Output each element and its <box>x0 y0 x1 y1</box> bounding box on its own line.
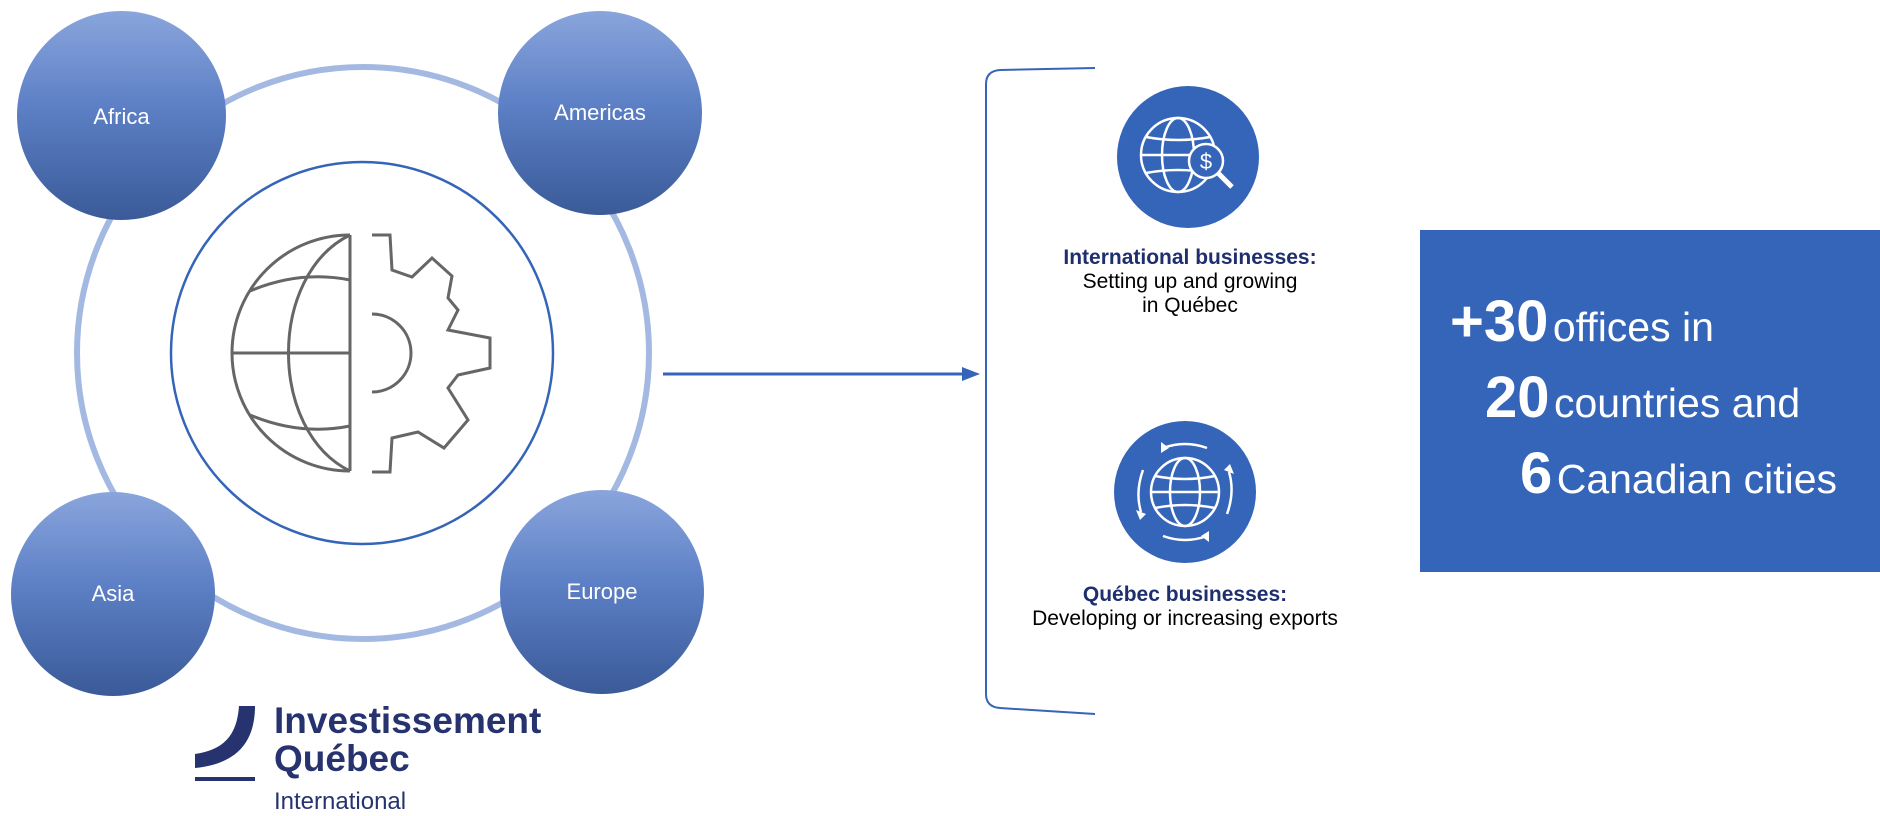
investissement-quebec-logo: Investissement Québec International <box>190 700 550 815</box>
service-quebec: Québec businesses: Developing or increas… <box>980 583 1390 631</box>
region-europe: Europe <box>500 490 704 694</box>
stat-cities-number: 6 <box>1520 441 1553 506</box>
connector-arrow <box>663 367 980 381</box>
globe-circular-arrows-icon <box>1114 421 1256 563</box>
stats-box: +30 offices in 20 countries and 6 Canadi… <box>1420 230 1880 572</box>
network-diagram <box>74 64 652 642</box>
stat-cities: 6 Canadian cities <box>1520 440 1837 507</box>
service-international-desc-line1: Setting up and growing <box>1082 270 1298 293</box>
logo-mark-icon <box>195 706 255 781</box>
region-americas: Americas <box>498 11 702 215</box>
region-africa: Africa <box>17 11 226 220</box>
stat-countries: 20 countries and <box>1485 364 1800 431</box>
outer-ring <box>74 64 652 642</box>
stat-countries-text: countries and <box>1553 380 1801 426</box>
stat-cities-text: Canadian cities <box>1556 456 1838 502</box>
service-international-title: International businesses: <box>1063 246 1317 269</box>
stat-offices: +30 offices in <box>1450 288 1714 355</box>
region-asia-label: Asia <box>91 581 135 606</box>
stat-countries-number: 20 <box>1485 365 1550 430</box>
svg-text:$: $ <box>1200 149 1212 174</box>
region-europe-label: Europe <box>566 579 638 604</box>
logo-line3: International <box>274 788 407 815</box>
service-quebec-title: Québec businesses: <box>1082 583 1288 606</box>
services-bracket <box>985 67 1096 715</box>
stat-offices-number: +30 <box>1450 289 1549 354</box>
stat-offices-text: offices in <box>1552 304 1714 350</box>
inner-circle <box>169 160 555 546</box>
service-international-desc-line2: in Québec <box>1142 294 1238 317</box>
globe-dollar-magnifier-icon: $ <box>1117 86 1259 228</box>
service-quebec-desc: Developing or increasing exports <box>1032 607 1338 630</box>
region-americas-label: Americas <box>554 100 646 125</box>
logo-line1: Investissement <box>274 700 542 741</box>
globe-gear-icon <box>230 233 492 474</box>
region-asia: Asia <box>11 492 215 696</box>
region-africa-label: Africa <box>93 103 150 129</box>
service-international: International businesses: Setting up and… <box>1000 246 1380 318</box>
logo-line2: Québec <box>274 738 410 779</box>
